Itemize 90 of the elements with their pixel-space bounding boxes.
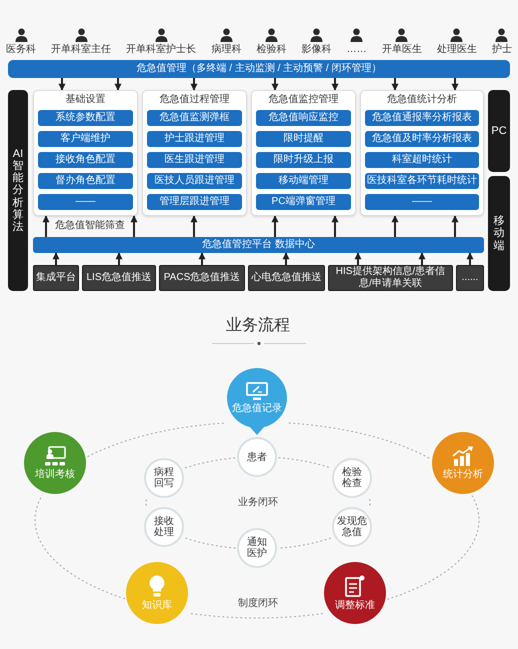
module-heading: 危急值过程管理 xyxy=(160,94,230,106)
function-item: 督办角色配置 xyxy=(38,173,133,189)
role-label: 处理医生 xyxy=(436,44,477,56)
function-item: 护士跟进管理 xyxy=(147,131,242,147)
side-panel: AI智能分析算法 xyxy=(8,90,28,291)
loop-label: 制度闭环 xyxy=(238,598,278,610)
dashed-connector xyxy=(386,494,480,600)
arrow xyxy=(42,215,50,237)
arrow xyxy=(466,252,474,265)
role-label: 开单医生 xyxy=(382,44,422,56)
arrow xyxy=(198,252,206,265)
function-item: 系统参数配置 xyxy=(38,110,133,126)
role-label: 开单科室主任 xyxy=(51,44,112,56)
arrow xyxy=(272,78,278,91)
module-panel xyxy=(360,90,484,216)
dashed-connector xyxy=(184,457,236,469)
interface-tag: 心电危急值推送 xyxy=(248,265,325,291)
function-item: PC端弹窗管理 xyxy=(256,194,351,210)
arrow xyxy=(190,215,198,237)
role-label: 检验科 xyxy=(256,44,286,56)
function-item: 危急值响应监控 xyxy=(256,110,351,126)
function-item: —— xyxy=(38,194,133,210)
module-heading: 危急值统计分析 xyxy=(387,94,457,106)
role-label: …… xyxy=(346,44,367,56)
arrow xyxy=(418,252,426,265)
interface-tag: PACS危急值推送 xyxy=(159,265,245,291)
function-item: 危急值通报率分析报表 xyxy=(365,110,479,126)
arrow xyxy=(116,252,122,265)
dashed-connector xyxy=(369,498,370,506)
platform-bar: 危急值管控平台 数据中心 xyxy=(33,237,484,253)
dashed-connector xyxy=(87,422,226,458)
circle-label: 调整标准 xyxy=(335,600,375,612)
function-item: —— xyxy=(365,194,479,210)
arrow xyxy=(272,215,278,237)
interface-tag: 集成平台 xyxy=(33,265,79,291)
section-title: 业务流程 xyxy=(226,316,290,336)
interface-tag: ...... xyxy=(456,265,484,291)
arrow xyxy=(190,78,198,91)
module-panel xyxy=(251,90,356,216)
arrow xyxy=(114,78,122,91)
annotation-label: 危急值智能筛查 xyxy=(55,220,125,232)
side-panel: 移动端 xyxy=(488,176,510,291)
function-item: 移动端管理 xyxy=(256,173,351,189)
interface-tag: LIS危急值推送 xyxy=(82,265,156,291)
function-item: 客户端维护 xyxy=(38,131,133,147)
arrow xyxy=(332,215,338,237)
dashed-connector xyxy=(278,457,332,468)
arrow xyxy=(282,252,290,265)
function-item: 管理层跟进管理 xyxy=(147,194,242,210)
circle-label: 知识库 xyxy=(142,600,172,612)
dashed-connector xyxy=(34,494,126,600)
circle-label: 危急值记录 xyxy=(232,402,282,414)
function-item: 医技人员跟进管理 xyxy=(147,173,242,189)
role-label: 护士 xyxy=(492,44,512,56)
arrow xyxy=(332,78,338,91)
circle-label: 统计分析 xyxy=(443,468,483,480)
module-panel xyxy=(33,90,138,216)
function-item: 科室超时统计 xyxy=(365,152,479,168)
dashed-connector xyxy=(288,422,431,460)
banner-bar: 危急值管理（多终端 / 主动监测 / 主动预警 / 闭环管理） xyxy=(8,60,510,78)
role-label: 影像科 xyxy=(302,44,332,56)
dashed-connector xyxy=(188,612,324,618)
arrow xyxy=(52,252,60,265)
module-panel xyxy=(142,90,247,216)
arrow xyxy=(354,252,362,265)
function-item: 限时提醒 xyxy=(256,131,351,147)
arrow xyxy=(58,78,66,91)
module-heading: 基础设置 xyxy=(66,94,106,106)
function-item: 危急值监测弹框 xyxy=(147,110,242,126)
dashed-connector xyxy=(146,498,147,506)
function-item: 医生跟进管理 xyxy=(147,152,242,168)
arrow xyxy=(452,78,458,91)
role-label: 开单科室护士长 xyxy=(126,44,196,56)
circle-label: 培训考核 xyxy=(35,468,75,480)
module-heading: 危急值监控管理 xyxy=(268,94,338,106)
role-label: 医务科 xyxy=(6,44,36,56)
function-item: 医技科室各环节耗时统计 xyxy=(365,173,479,189)
arrow xyxy=(452,215,458,237)
function-item: 限时升级上报 xyxy=(256,152,351,168)
dashed-connector xyxy=(278,538,332,549)
arrow xyxy=(130,215,138,237)
interface-tag: HIS提供架构信息/患者信息/申请单关联 xyxy=(328,265,453,291)
dashed-connector xyxy=(184,537,236,549)
arrow xyxy=(392,78,398,91)
function-item: 接收角色配置 xyxy=(38,152,133,168)
side-panel: PC xyxy=(488,90,510,172)
arrow xyxy=(392,215,398,237)
loop-label: 业务闭环 xyxy=(238,497,278,509)
function-item: 危急值及时率分析报表 xyxy=(365,131,479,147)
role-label: 病理科 xyxy=(211,44,242,56)
